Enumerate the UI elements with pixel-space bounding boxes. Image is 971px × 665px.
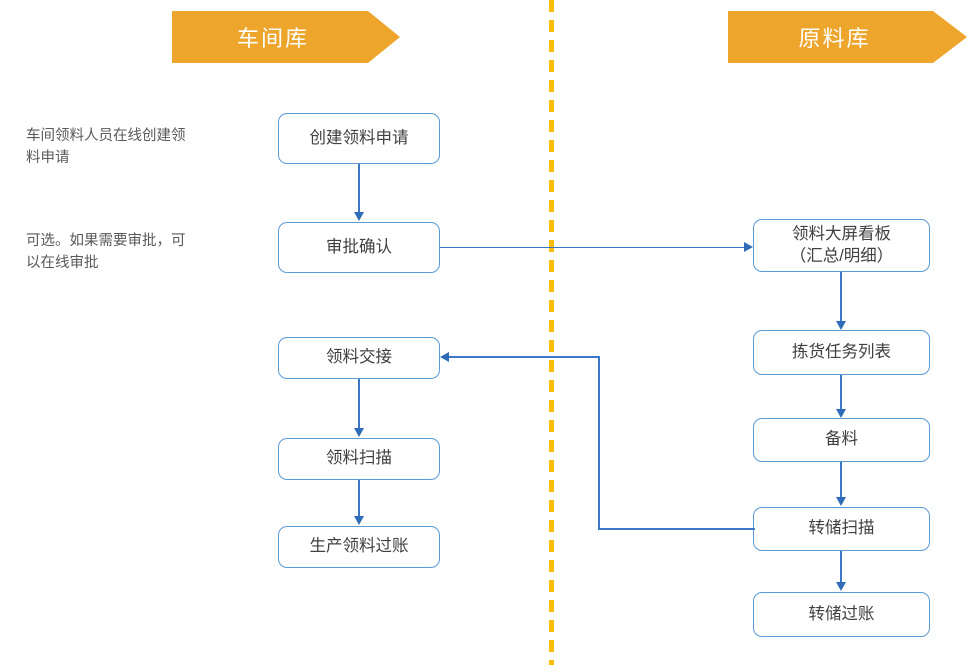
connector-handover-to-material-scan — [358, 379, 360, 430]
lane-banner-workshop-store-label: 车间库 — [236, 26, 309, 51]
node-transfer-scan[interactable]: 转储扫描 — [753, 507, 930, 551]
node-material-scan[interactable]: 领料扫描 — [278, 438, 440, 480]
connector-transfer-scan-to-posting — [840, 551, 842, 584]
node-production-posting[interactable]: 生产领料过账 — [278, 526, 440, 568]
node-material-preparation[interactable]: 备料 — [753, 418, 930, 462]
lane-banner-raw-material-store-label: 原料库 — [798, 26, 871, 51]
connector-create-to-approval — [358, 164, 360, 214]
connector-transfer-scan-to-handover-segment-top — [449, 356, 599, 358]
arrowhead-preparation-to-transfer-scan — [835, 497, 846, 506]
arrowhead-material-scan-to-production-posting — [353, 516, 364, 525]
connector-preparation-to-transfer-scan — [840, 462, 842, 499]
connector-approval-to-dashboard — [440, 246, 745, 249]
note-create-request: 车间领料人员在线创建领 料申请 — [26, 128, 186, 167]
node-picking-task-list[interactable]: 拣货任务列表 — [753, 330, 930, 375]
connector-transfer-scan-to-handover-segment-vertical — [598, 356, 600, 529]
node-transfer-posting[interactable]: 转储过账 — [753, 592, 930, 637]
arrowhead-transfer-scan-to-posting — [835, 582, 846, 591]
connector-picking-to-preparation — [840, 375, 842, 411]
connector-dashboard-to-picking — [840, 272, 842, 323]
arrowhead-picking-to-preparation — [835, 409, 846, 418]
node-material-handover[interactable]: 领料交接 — [278, 337, 440, 379]
node-create-request[interactable]: 创建领料申请 — [278, 113, 440, 164]
arrowhead-dashboard-to-picking — [835, 321, 846, 330]
node-approval-confirm[interactable]: 审批确认 — [278, 222, 440, 273]
lane-banner-workshop-store: 车间库 — [172, 11, 400, 63]
connector-material-scan-to-production-posting — [358, 480, 360, 518]
note-approval: 可选。如果需要审批，可 以在线审批 — [26, 233, 186, 272]
arrowhead-transfer-scan-to-handover — [440, 351, 449, 362]
lane-divider-dashed-line — [549, 0, 554, 665]
lane-banner-raw-material-store: 原料库 — [728, 11, 967, 63]
connector-transfer-scan-to-handover-segment-bottom — [598, 528, 755, 530]
arrowhead-create-to-approval — [353, 212, 364, 221]
node-dashboard[interactable]: 领料大屏看板 （汇总/明细） — [753, 219, 930, 272]
arrowhead-approval-to-dashboard — [744, 242, 753, 252]
arrowhead-handover-to-material-scan — [353, 428, 364, 437]
